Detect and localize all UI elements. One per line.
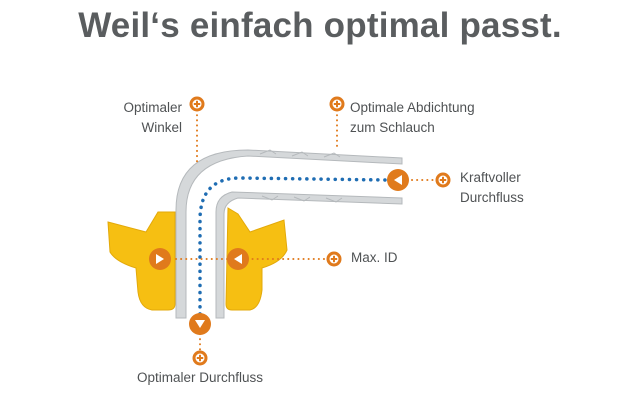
- label-powerful-flow: Kraftvoller Durchfluss: [460, 170, 524, 205]
- label-max-id: Max. ID: [351, 250, 398, 265]
- triangle-right-icon: [149, 248, 171, 270]
- connector-body-right: [225, 207, 288, 311]
- plus-circle-icon: [192, 350, 208, 366]
- plus-circle-icon: [326, 251, 342, 267]
- plus-circle-icon: [329, 96, 345, 112]
- triangle-left-icon: [227, 248, 249, 270]
- plus-circle-icon: [435, 172, 451, 188]
- flow-path: [198, 176, 387, 316]
- triangle-left-icon: [387, 169, 409, 191]
- plus-circle-icon: [189, 96, 205, 112]
- triangle-down-icon: [189, 313, 211, 335]
- headline: Weil‘s einfach optimal passt.: [78, 6, 562, 45]
- leader-lines: [175, 104, 437, 353]
- label-optimal-flow: Optimaler Durchfluss: [136, 370, 264, 385]
- label-optimal-angle: Optimaler Winkel: [123, 100, 182, 135]
- connector-body-left: [107, 211, 176, 311]
- label-optimal-sealing: Optimale Abdichtung zum Schlauch: [350, 100, 475, 135]
- elbow-fitting: [175, 149, 403, 319]
